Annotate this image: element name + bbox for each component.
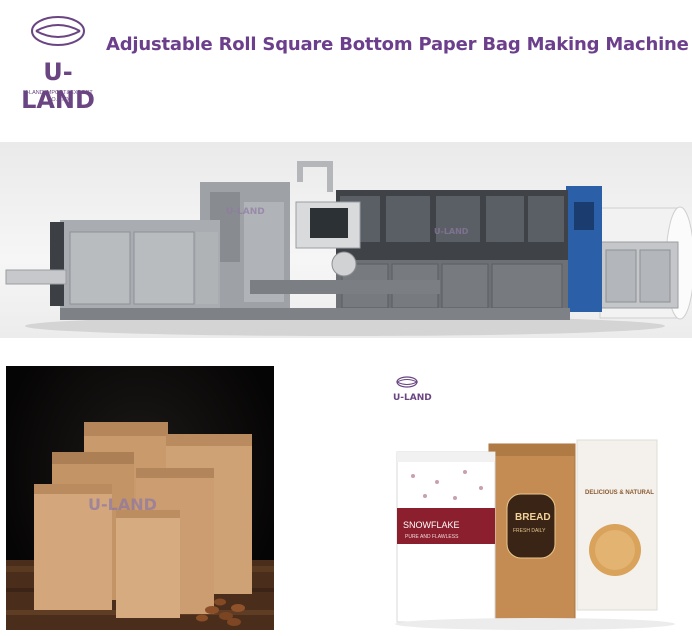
watermark-text: U-LAND — [88, 495, 157, 514]
small-logo-icon — [396, 376, 419, 388]
printed-bags-photo: U-LAND DELICIOUS & NATURAL BREAD FRESH D… — [385, 370, 685, 632]
logo-subtitle-2: CO.,LTD — [47, 97, 69, 103]
svg-text:U-LAND: U-LAND — [226, 207, 265, 217]
natural-bag-label: DELICIOUS & NATURAL — [585, 490, 654, 496]
kraft-bags-photo: U-LAND — [6, 366, 274, 630]
logo-mark-icon — [31, 16, 85, 46]
bread-bag-sublabel: FRESH DAILY — [513, 528, 546, 534]
logo-subtitle-1: U-LAND IMPORT&EXPORT — [23, 90, 93, 96]
snowflake-bag-sublabel: PURE AND FLAWLESS — [405, 534, 459, 540]
bread-bag-label: BREAD — [515, 512, 551, 523]
logo-brand-text: U-LAND — [21, 58, 95, 114]
company-logo: U-LAND U-LAND IMPORT&EXPORT CO.,LTD — [8, 8, 108, 114]
svg-text:U-LAND: U-LAND — [434, 227, 469, 236]
page-title: Adjustable Roll Square Bottom Paper Bag … — [106, 34, 689, 55]
svg-text:U-LAND: U-LAND — [393, 393, 432, 403]
machine-photo: U-LAND U-LAND — [0, 142, 692, 338]
snowflake-bag-label: SNOWFLAKE — [403, 520, 460, 530]
